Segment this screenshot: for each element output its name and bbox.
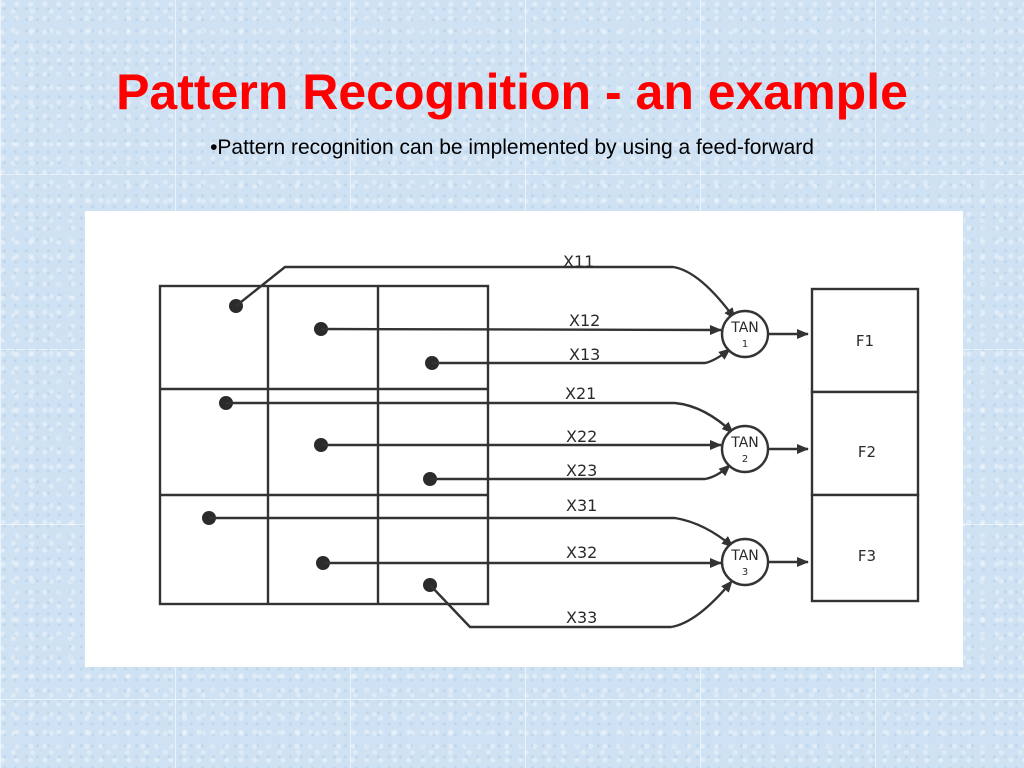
label-x31: X31 (566, 496, 597, 515)
label-x23: X23 (566, 461, 597, 480)
connection-x33 (429, 580, 733, 629)
connection-x13 (432, 348, 731, 365)
connection-x21 (226, 401, 734, 434)
label-x13: X13 (569, 345, 600, 364)
neuron-3: TAN 3 (720, 537, 770, 587)
connection-x12 (320, 324, 722, 335)
slide-bullet: •Pattern recognition can be implemented … (210, 136, 814, 159)
neuron-index: 3 (742, 567, 748, 578)
neuron-1: TAN 1 (720, 309, 770, 359)
neuron-label: TAN (730, 320, 759, 336)
connection-x31 (209, 516, 734, 548)
label-x21: X21 (565, 384, 596, 403)
output-label-f3: F3 (858, 547, 876, 565)
label-x11: X11 (563, 252, 594, 271)
input-labels: X11 X12 X13 X21 X22 X23 X31 X32 X33 (563, 252, 600, 627)
output-box-f1 (810, 287, 920, 394)
output-arrows (768, 329, 809, 567)
neuron-index: 2 (742, 454, 748, 465)
slide-title: Pattern Recognition - an example (116, 64, 908, 120)
label-x22: X22 (566, 427, 597, 446)
neuron-label: TAN (730, 435, 759, 451)
connections (209, 265, 736, 629)
connection-x23 (430, 464, 731, 481)
connection-x11 (235, 265, 736, 320)
output-box-f2 (810, 390, 920, 497)
output-label-f2: F2 (858, 443, 876, 461)
network-figure: X11 X12 X13 X21 X22 X23 X31 X32 X33 TAN … (85, 211, 963, 667)
neuron-label: TAN (730, 548, 759, 564)
label-x12: X12 (569, 311, 600, 330)
output-label-f1: F1 (856, 332, 874, 350)
neuron-2: TAN 2 (720, 424, 770, 474)
neuron-index: 1 (742, 339, 748, 350)
label-x32: X32 (566, 543, 597, 562)
network-diagram: X11 X12 X13 X21 X22 X23 X31 X32 X33 TAN … (158, 252, 920, 629)
output-box-f3 (810, 493, 920, 603)
label-x33: X33 (566, 608, 597, 627)
output-boxes: F1 F2 F3 (810, 287, 920, 603)
